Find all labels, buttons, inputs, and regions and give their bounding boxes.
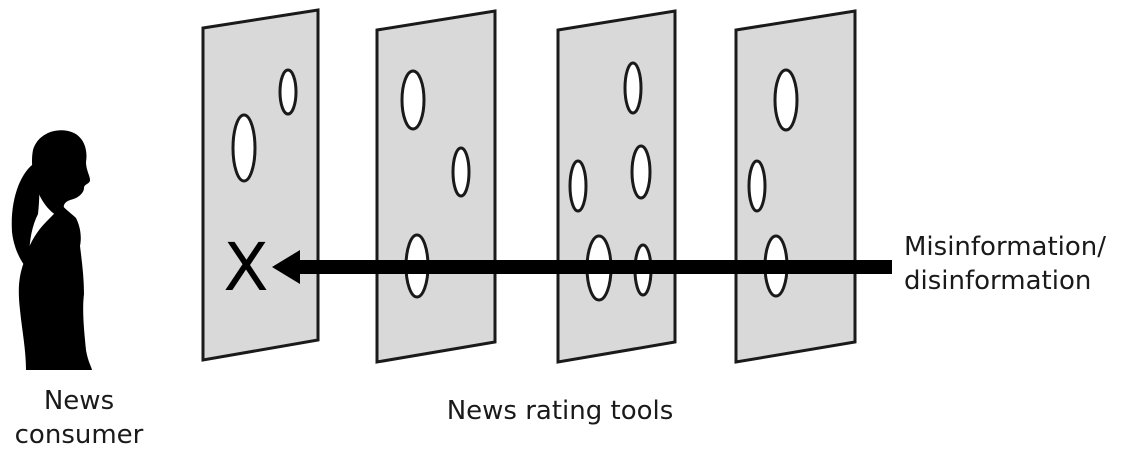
misinformation-label-line1: Misinformation/ — [904, 232, 1107, 262]
misinformation-label: Misinformation/ disinformation — [904, 230, 1129, 298]
rating-tool-panel-2 — [375, 9, 497, 364]
panel-hole — [568, 159, 588, 213]
panel-hole — [623, 61, 643, 115]
panel-hole — [278, 68, 298, 116]
news-consumer-label-line1: News — [43, 386, 115, 416]
panel-hole — [630, 144, 652, 200]
panel-hole — [747, 159, 767, 213]
blocked-x-mark: X — [223, 229, 269, 306]
panel-hole — [400, 69, 426, 131]
misinformation-arrow — [272, 250, 892, 284]
panel-hole — [231, 113, 257, 183]
rating-tool-panel-3 — [556, 9, 677, 364]
panel-hole — [773, 68, 799, 132]
news-consumer-label-line2: consumer — [14, 420, 144, 450]
person-silhouette-icon — [11, 130, 92, 370]
news-consumer-label: News consumer — [0, 384, 158, 452]
misinformation-label-line2: disinformation — [904, 266, 1092, 296]
rating-tool-panel-4 — [734, 9, 857, 364]
news-rating-tools-label: News rating tools — [446, 396, 674, 426]
panel-hole — [451, 146, 471, 198]
